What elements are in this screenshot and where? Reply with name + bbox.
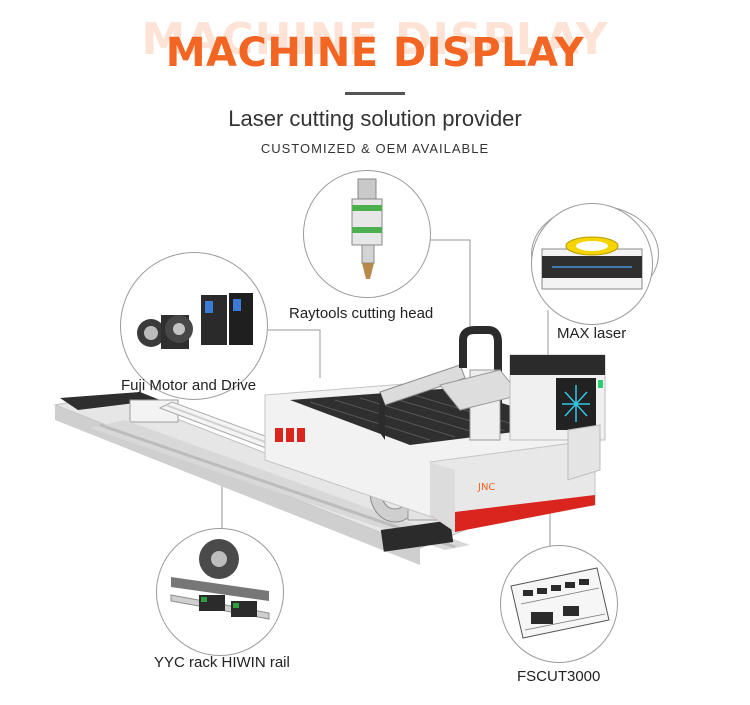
ghost-title: MACHINE DISPLAY — [141, 14, 609, 65]
rack-rail-image — [170, 539, 270, 620]
page-subtitle: Laser cutting solution provider — [228, 106, 522, 131]
cutting-head-label: Raytools cutting head — [289, 305, 434, 322]
page-title: MACHINE DISPLAY — [165, 30, 585, 76]
max-laser-image — [541, 236, 643, 290]
leader-motor — [268, 329, 321, 378]
motor-label: Fuji Motor and Drive — [121, 377, 257, 394]
leader-cutting-head — [428, 239, 471, 330]
laser-circle-outline — [531, 203, 653, 325]
rail-label: YYC rack HIWIN rail — [154, 654, 290, 671]
cutting-head-circle — [303, 170, 431, 298]
laser-label: MAX laser — [557, 325, 627, 342]
gantry — [378, 326, 521, 441]
cutting-head-image — [351, 178, 383, 279]
rail-circle — [156, 528, 284, 656]
machine-side-panel — [567, 424, 601, 481]
motor-circle — [120, 252, 268, 400]
controller-circle — [500, 545, 618, 663]
title-divider — [345, 92, 405, 95]
controller-board-image — [510, 567, 610, 639]
motor-drive-image — [137, 293, 253, 349]
control-cabinet — [509, 354, 606, 441]
tube-loader — [53, 392, 470, 565]
svg-text:JNC: JNC — [477, 482, 495, 493]
controller-label: FSCUT3000 — [517, 668, 601, 685]
page-tagline: CUSTOMIZED & OEM AVAILABLE — [260, 141, 490, 156]
